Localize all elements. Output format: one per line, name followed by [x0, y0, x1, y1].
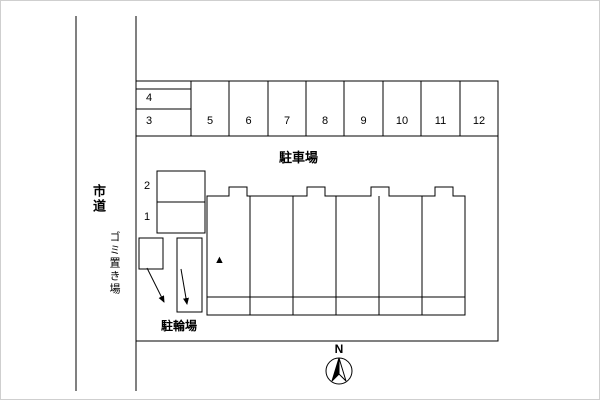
- bicycle-strip: [176, 237, 203, 313]
- parking-lot-label: 駐車場: [278, 150, 318, 165]
- building-outline: [206, 186, 466, 316]
- parking-space-number: 11: [434, 115, 447, 127]
- parking-space-number: 12: [472, 115, 486, 127]
- parking-space-number: 10: [395, 115, 409, 127]
- parking-space-number: 6: [245, 115, 252, 127]
- garbage-area-label: ゴミ置き場: [108, 231, 120, 296]
- parking-space-number: 3: [145, 115, 153, 127]
- road-label: 市道: [91, 184, 106, 214]
- site-boundary: [136, 80, 499, 342]
- parking-space-number: 4: [145, 92, 153, 104]
- parking-space-number: 2: [143, 180, 151, 192]
- parking-space-number: 9: [360, 115, 367, 127]
- parking-space-number: 1: [143, 211, 151, 223]
- compass-needle-left: [331, 357, 340, 382]
- bicycle-parking-label: 駐輪場: [160, 319, 197, 333]
- entrance-marker-icon: ▲: [214, 254, 225, 266]
- arrow-to-bicycle-area: [180, 268, 189, 305]
- parking-space-number: 7: [283, 115, 291, 127]
- compass-needle-right: [338, 357, 347, 382]
- parking-space-number: 8: [321, 115, 329, 127]
- arrow-to-garbage-area: [146, 267, 165, 303]
- garbage-box: [138, 237, 164, 270]
- north-label: N: [334, 342, 344, 356]
- parking-space-number: 5: [206, 115, 214, 127]
